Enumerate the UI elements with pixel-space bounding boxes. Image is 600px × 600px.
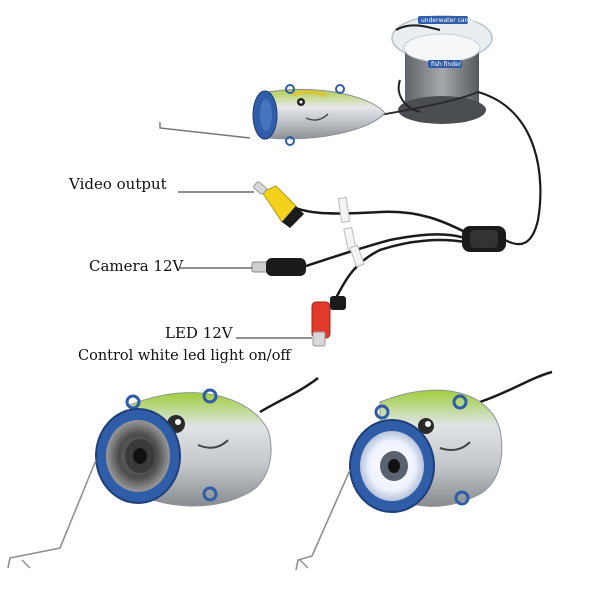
led-power-label: LED 12V — [165, 324, 233, 342]
video-output-label: Video output — [69, 175, 167, 193]
video-rca-plug — [253, 181, 304, 228]
main-cable — [477, 90, 542, 246]
camera-dc-plug — [251, 258, 306, 276]
small-camera — [159, 84, 386, 146]
spool-tag-text: fish finder — [431, 61, 462, 68]
led-rca-plug — [311, 296, 346, 347]
camera-led-off — [7, 377, 319, 569]
led-control-label: Control white led light on/off — [78, 348, 291, 364]
camera-power-label: Camera 12V — [89, 257, 184, 275]
cable-spool: underwater camera fish finder — [391, 15, 493, 124]
spool-brand-text: underwater camera — [421, 17, 481, 24]
cable-splitter — [279, 196, 506, 301]
camera-led-on — [295, 370, 553, 571]
